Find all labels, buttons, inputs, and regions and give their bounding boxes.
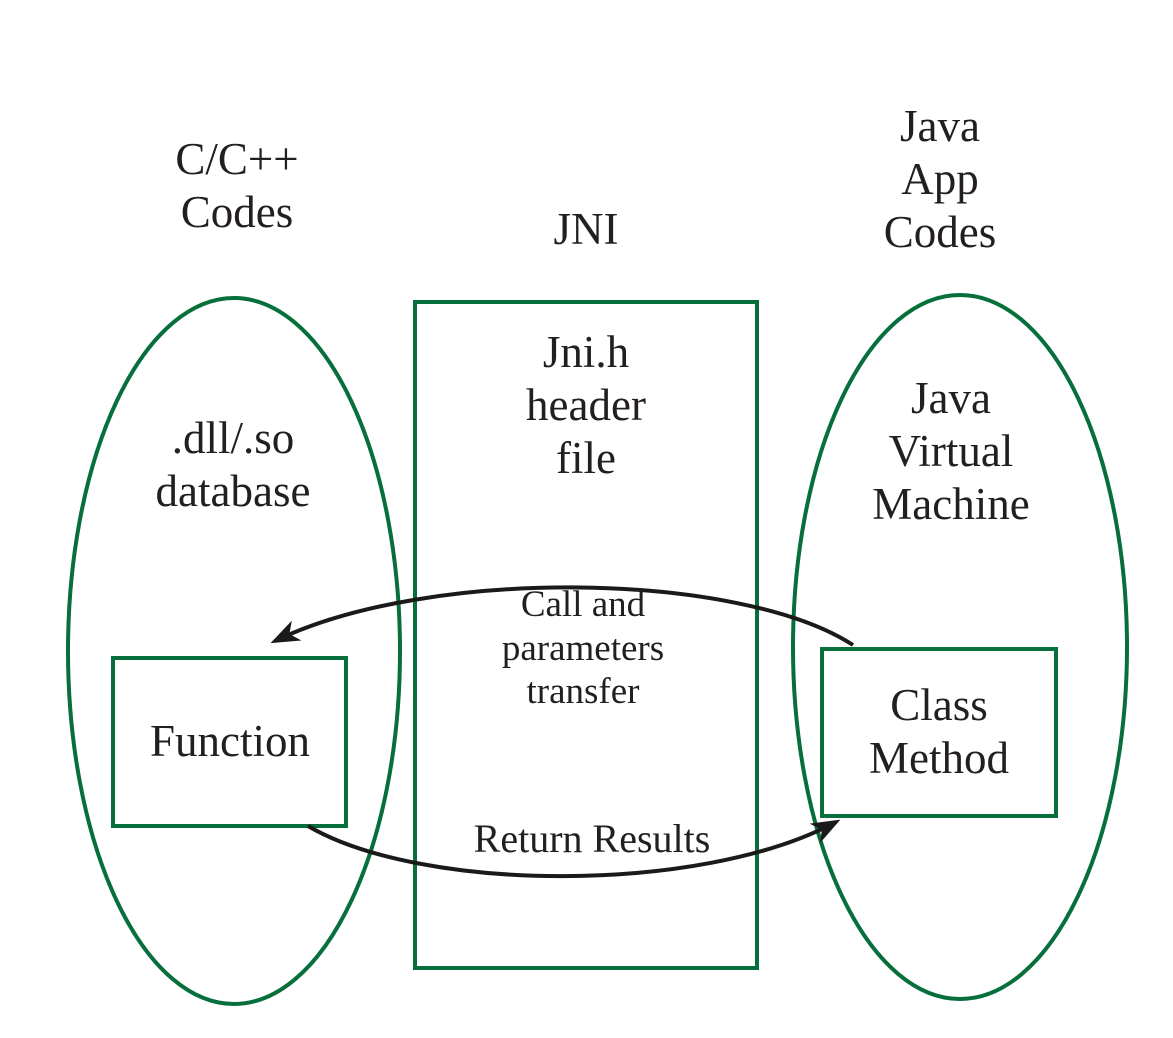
- java-column-title: Java App Codes: [883, 101, 997, 258]
- cpp-column-title: C/C++ Codes: [175, 134, 299, 238]
- return-arrow: [306, 819, 841, 879]
- jni-header-file-label: Jni.h header file: [526, 327, 646, 484]
- class-method-box: [820, 647, 1058, 818]
- function-box: [111, 656, 348, 828]
- dll-so-database-label: .dll/.so database: [155, 413, 311, 517]
- class-method-box-label: Class Method: [869, 680, 1009, 784]
- call-arrow: [270, 585, 855, 647]
- jni-rect: [413, 300, 759, 970]
- call-parameters-label: Call and parameters transfer: [501, 584, 665, 713]
- java-virtual-machine-label: Java Virtual Machine: [872, 373, 1030, 530]
- cpp-ellipse: [66, 296, 402, 1006]
- function-box-label: Function: [149, 716, 311, 766]
- java-ellipse: [791, 293, 1129, 1001]
- return-results-label: Return Results: [473, 816, 711, 861]
- jni-column-title: JNI: [553, 204, 619, 254]
